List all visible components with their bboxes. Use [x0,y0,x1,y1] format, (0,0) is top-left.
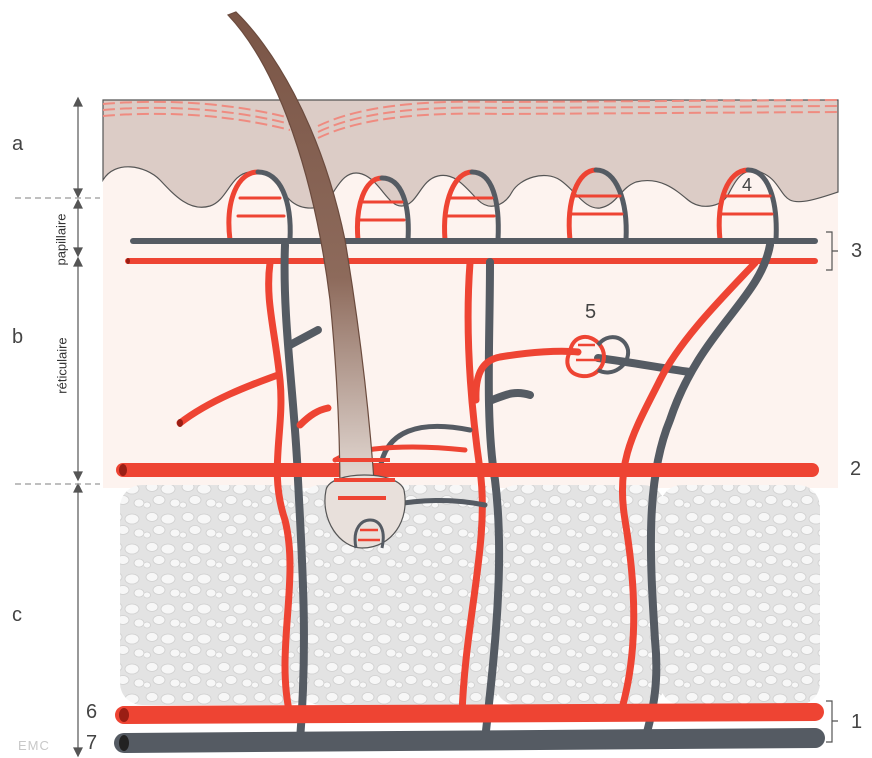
label-papillaire: papillaire [54,207,69,273]
callout-2: 2 [850,459,861,479]
callout-5: 5 [585,302,596,322]
hypodermis-fat [120,485,820,705]
callout-4: 4 [742,176,752,194]
vein-lumen [119,735,129,751]
emc-watermark: EMC [18,738,50,753]
layer-arrows [74,98,82,756]
label-a: a [12,134,23,154]
callout-3: 3 [851,241,862,261]
artery-lumen [119,708,129,722]
label-c: c [12,605,22,625]
cutaneous-artery [124,712,815,715]
callout-7: 7 [86,733,97,753]
cutaneous-vein [124,738,815,743]
label-b: b [12,327,23,347]
callout-6: 6 [86,702,97,722]
callout-1: 1 [851,712,862,732]
label-reticulaire: réticulaire [55,326,70,406]
